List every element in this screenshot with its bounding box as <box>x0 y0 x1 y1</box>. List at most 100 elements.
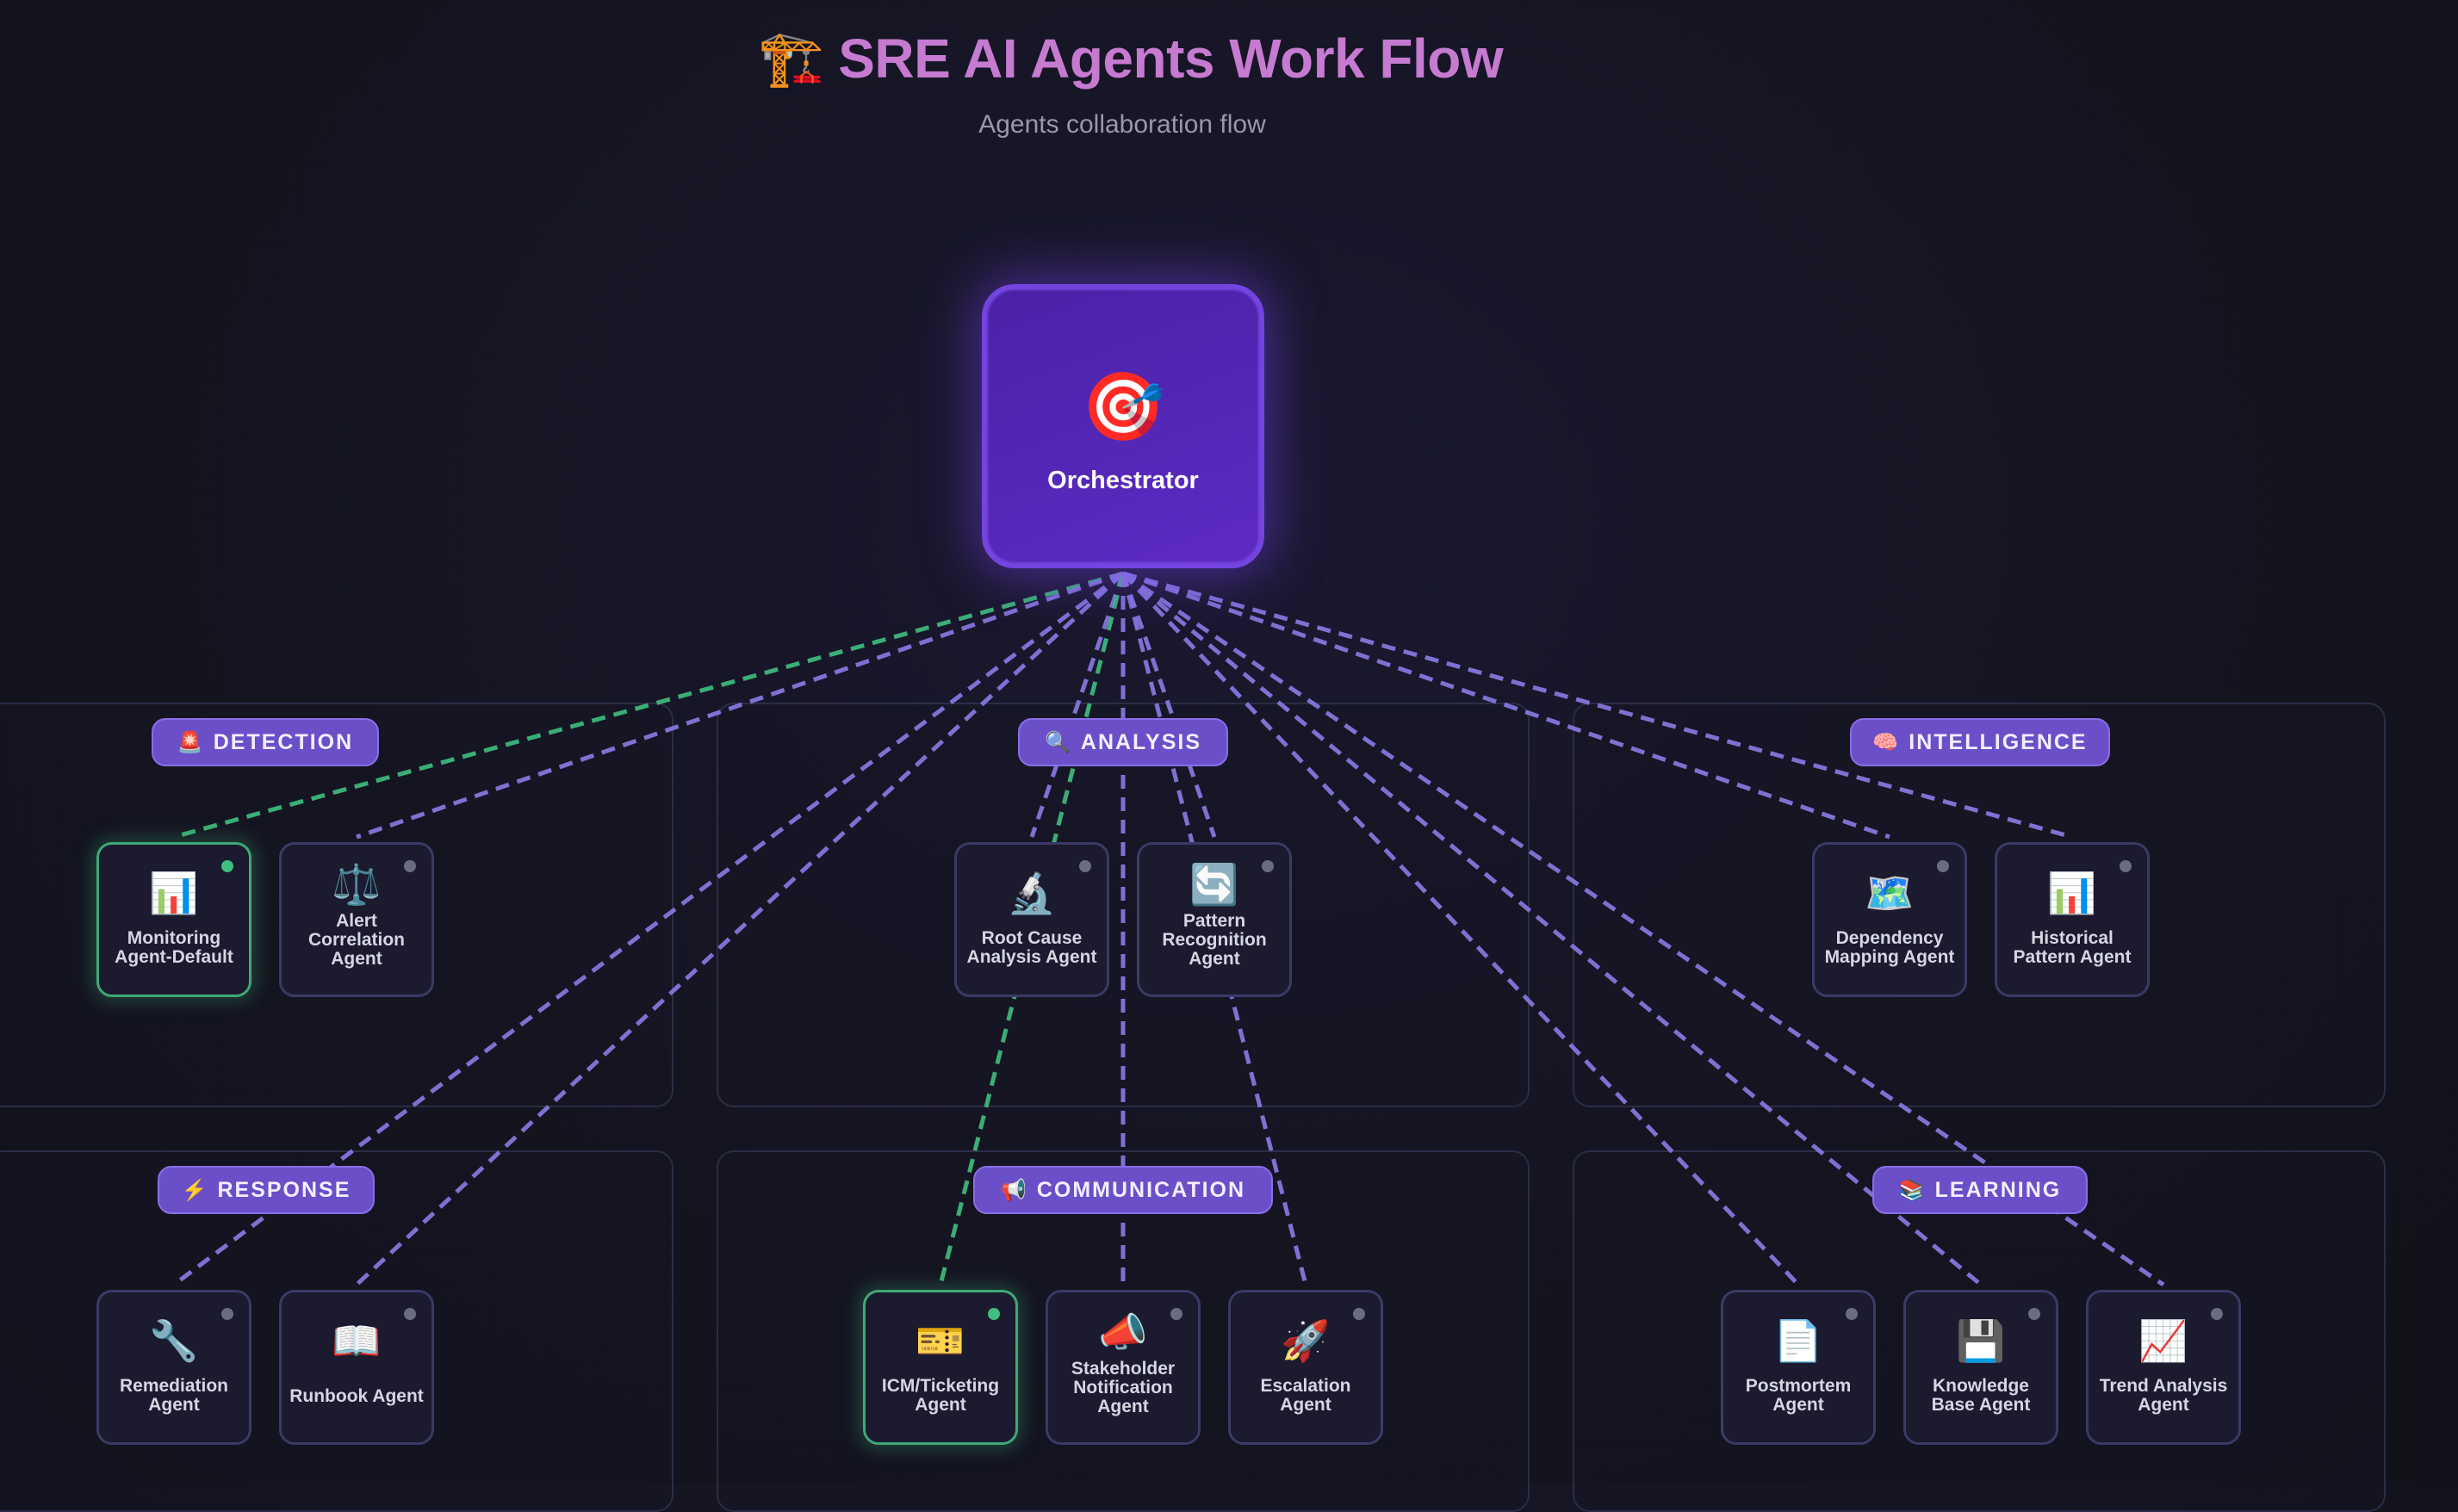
agent-label-line: Agent <box>331 949 382 969</box>
agent-label: Runbook Agent <box>284 1387 429 1406</box>
agent-label-line: Notification <box>1073 1378 1173 1397</box>
agent-label-line: Alert <box>336 911 377 931</box>
target-icon: 🎯 <box>1081 368 1165 446</box>
section-response-icon: ⚡ <box>181 1178 208 1202</box>
agent-label-line: Root Cause <box>981 928 1083 948</box>
status-dot <box>1353 1308 1365 1320</box>
status-dot <box>2120 860 2132 872</box>
agent-label-line: Monitoring <box>127 928 221 948</box>
status-dot <box>1170 1308 1182 1320</box>
agent-label-line: Agent <box>915 1395 966 1415</box>
agent-label-line: ICM/Ticketing <box>881 1376 1000 1396</box>
rocket-icon: 🚀 <box>1281 1317 1331 1364</box>
agent-label-line: Dependency <box>1835 928 1944 948</box>
agent-label-line: Agent <box>1772 1395 1824 1415</box>
page-title: 🏗️ SRE AI Agents Work Flow <box>758 22 1619 95</box>
agent-label-line: Analysis Agent <box>966 947 1097 967</box>
agent-label-line: Escalation <box>1260 1376 1351 1396</box>
document-icon: 📄 <box>1773 1317 1823 1364</box>
section-badge-learning: 📚 LEARNING <box>1872 1166 2088 1214</box>
status-dot <box>1846 1308 1858 1320</box>
refresh-icon: 🔄 <box>1189 861 1239 908</box>
status-dot <box>404 860 416 872</box>
agent-label-line: Trend Analysis <box>2099 1376 2228 1396</box>
wrench-icon: 🔧 <box>149 1317 199 1364</box>
agent-label-line: Stakeholder <box>1071 1359 1176 1379</box>
agent-label-line: Agent-Default <box>115 947 233 967</box>
status-dot <box>221 1308 233 1320</box>
trend-chart-icon: 📈 <box>2138 1317 2188 1364</box>
section-badge-analysis: 🔍 ANALYSIS <box>1018 718 1228 766</box>
section-learning-icon: 📚 <box>1898 1178 1925 1202</box>
agent-card[interactable]: 📖 Runbook Agent <box>279 1290 434 1445</box>
status-dot <box>404 1308 416 1320</box>
agent-label-line: Pattern <box>1182 911 1246 931</box>
agent-label-line: Runbook Agent <box>289 1386 424 1406</box>
section-badge-label: DETECTION <box>213 729 354 754</box>
section-badge-label: LEARNING <box>1934 1177 2062 1202</box>
agent-label-line: Agent <box>2138 1395 2189 1415</box>
agent-label-line: Agent <box>148 1395 200 1415</box>
status-dot <box>221 860 233 872</box>
section-analysis-icon: 🔍 <box>1045 730 1071 754</box>
agent-label-line: Base Agent <box>1931 1395 2031 1415</box>
section-badge-label: INTELLIGENCE <box>1909 729 2088 754</box>
agent-label-line: Correlation <box>307 930 405 950</box>
section-badge-response: ⚡RESPONSE <box>158 1166 375 1214</box>
microscope-icon: 🔬 <box>1007 870 1057 916</box>
section-badge-label: COMMUNICATION <box>1036 1177 1246 1202</box>
agent-label-line: Historical <box>2031 928 2114 948</box>
bar-chart-icon: 📊 <box>149 870 199 916</box>
status-dot <box>1079 860 1091 872</box>
agent-label-line: Agent <box>1097 1397 1149 1416</box>
status-dot <box>2211 1308 2223 1320</box>
book-icon: 📖 <box>332 1317 382 1364</box>
page-title-text: SRE AI Agents Work Flow <box>838 28 1504 90</box>
ticket-icon: 🎫 <box>916 1317 965 1364</box>
agent-label-line: Knowledge <box>1932 1376 2029 1396</box>
status-dot <box>2028 1308 2040 1320</box>
agent-label-line: Postmortem <box>1745 1376 1852 1396</box>
agent-label-line: Recognition <box>1162 930 1267 950</box>
balance-scale-icon: ⚖️ <box>332 861 382 908</box>
orchestrator-node[interactable]: 🎯 Orchestrator <box>982 284 1264 568</box>
section-badge-label: ANALYSIS <box>1080 729 1201 754</box>
map-icon: 🗺️ <box>1865 870 1915 916</box>
status-dot <box>988 1308 1000 1320</box>
section-badge-intelligence: 🧠 INTELLIGENCE <box>1850 718 2110 766</box>
status-dot <box>1937 860 1949 872</box>
status-dot <box>1262 860 1274 872</box>
section-communication-icon: 📢 <box>1000 1178 1027 1202</box>
crane-icon: 🏗️ <box>758 27 825 90</box>
agent-label-line: Remediation <box>119 1376 229 1396</box>
section-detection-icon: 🚨 <box>177 730 203 754</box>
megaphone-icon: 📣 <box>1098 1309 1148 1355</box>
agent-label-line: Agent <box>1280 1395 1331 1415</box>
section-intelligence-icon: 🧠 <box>1872 730 1899 754</box>
